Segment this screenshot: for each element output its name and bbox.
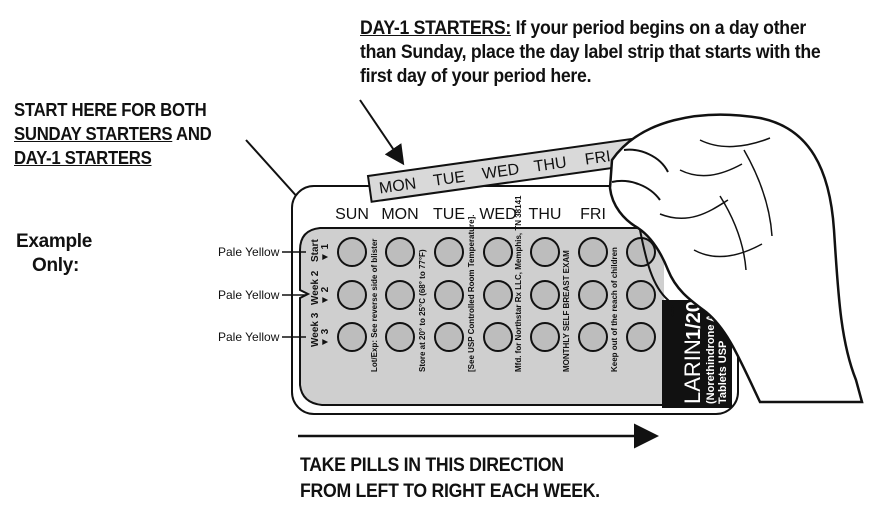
pill-color-label-3: Pale Yellow <box>218 330 280 344</box>
svg-text:▼ 2: ▼ 2 <box>320 286 331 305</box>
card-day-mon: MON <box>381 206 418 223</box>
pill <box>578 322 608 352</box>
pill <box>434 280 464 310</box>
direction-line2: FROM LEFT TO RIGHT EACH WEEK. <box>300 481 600 502</box>
svg-text:▼ 3: ▼ 3 <box>320 328 331 347</box>
card-text-2: Store at 20° to 25°C (68° to 77°F) <box>418 249 427 372</box>
card-text-1: Lot/Exp: See reverse side of blister <box>370 239 379 372</box>
sunday-starters-label: SUNDAY STARTERS <box>14 124 173 144</box>
card-day-headers: SUN MON TUE WED THU FRI <box>335 206 606 223</box>
pill <box>385 280 415 310</box>
start-here-and: AND <box>172 124 212 144</box>
hand-illustration <box>608 113 864 404</box>
card-day-tue: TUE <box>433 206 465 223</box>
row-label-2: Week 2▼ 2 <box>310 270 331 305</box>
card-day-thu: THU <box>529 206 562 223</box>
pill <box>337 322 367 352</box>
strip-day-fri: FRI <box>584 148 612 168</box>
start-here-callout: START HERE FOR BOTH SUNDAY STARTERS AND … <box>14 98 274 170</box>
pill <box>578 237 608 267</box>
card-day-wed: WED <box>479 206 516 223</box>
pill <box>626 237 656 267</box>
start-here-line1: START HERE FOR BOTH <box>14 100 207 120</box>
strip-day-wed: WED <box>481 161 520 183</box>
pill <box>530 237 560 267</box>
pill <box>337 280 367 310</box>
day1-pointer-arrow <box>359 99 405 166</box>
pill <box>530 280 560 310</box>
strip-day-mon: MON <box>378 175 417 197</box>
brand-strength: 1/20 <box>683 301 705 340</box>
example-line1: Example <box>16 231 93 252</box>
card-tray <box>299 227 685 406</box>
pill-color-label-1: Pale Yellow <box>218 245 280 259</box>
svg-text:▼ 1: ▼ 1 <box>320 243 331 262</box>
row-labels: Start▼ 1 Week 2▼ 2 Week 3▼ 3 <box>310 239 331 347</box>
card-text-5: MONTHLY SELF BREAST EXAM <box>562 250 571 372</box>
pill <box>434 322 464 352</box>
card-day-sun: SUN <box>335 206 369 223</box>
day1-starters-heading: DAY-1 STARTERS: <box>360 18 511 39</box>
pill <box>483 280 513 310</box>
pill-grid <box>337 237 656 352</box>
pill <box>530 322 560 352</box>
card-vertical-texts: Lot/Exp: See reverse side of blister Stor… <box>370 195 619 372</box>
day1-starters-text: If your period begins on a day other tha… <box>360 18 821 87</box>
pill <box>385 322 415 352</box>
pill <box>385 237 415 267</box>
row-label-3: Week 3▼ 3 <box>310 312 331 347</box>
direction-line1: TAKE PILLS IN THIS DIRECTION <box>300 455 564 476</box>
pill <box>434 237 464 267</box>
strip-day-thu: THU <box>533 154 568 175</box>
brand-name: LARIN <box>680 339 705 404</box>
pill <box>483 322 513 352</box>
example-only-label: Example Only: <box>16 230 92 278</box>
example-line2: Only: <box>32 255 80 276</box>
pill <box>337 237 367 267</box>
strip-day-tue: TUE <box>432 169 466 190</box>
card-day-fri: FRI <box>580 206 606 223</box>
brand-subtitle-2: Tablets USP <box>717 341 729 404</box>
pill <box>626 280 656 310</box>
card-text-6: Keep out of the reach of children <box>610 247 619 372</box>
day1-starters-callout: DAY-1 STARTERS: If your period begins on… <box>360 17 844 89</box>
pill-color-label-2: Pale Yellow <box>218 288 280 302</box>
pill <box>626 322 656 352</box>
pill <box>483 237 513 267</box>
card-text-4: Mfd. for Northstar Rx LLC, Memphis, TN 3… <box>514 195 523 372</box>
svg-text:Week 3: Week 3 <box>310 312 321 347</box>
pill <box>578 280 608 310</box>
card-text-3: [See USP Controlled Room Temperature]. <box>467 214 476 372</box>
svg-text:Week 2: Week 2 <box>310 270 321 305</box>
direction-instructions: TAKE PILLS IN THIS DIRECTION FROM LEFT T… <box>300 453 600 505</box>
day1-starters-label: DAY-1 STARTERS <box>14 148 152 168</box>
row-label-1: Start▼ 1 <box>310 239 331 262</box>
svg-text:Start: Start <box>310 239 321 262</box>
